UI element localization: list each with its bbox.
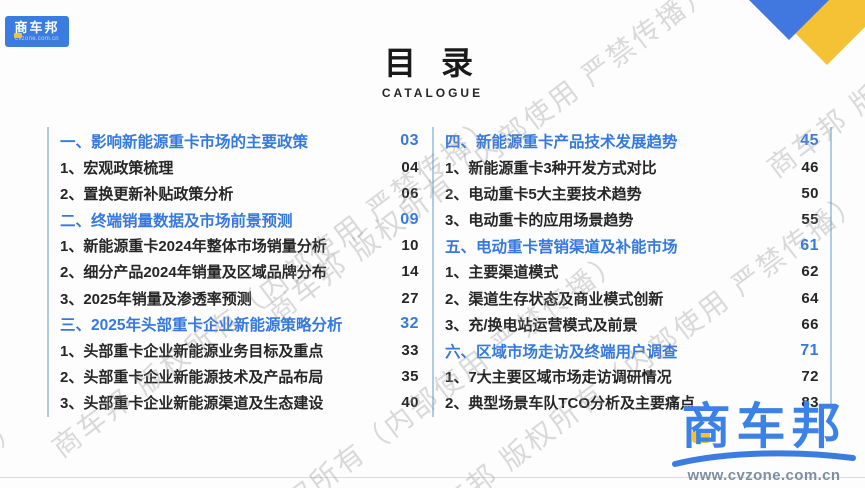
toc-entry-page: 03 bbox=[400, 132, 419, 149]
toc-item-row: 3、电动重卡的应用场景趋势 55 bbox=[434, 207, 830, 233]
toc-entry-page: 71 bbox=[800, 341, 819, 359]
page-title: 目 录 bbox=[384, 45, 481, 81]
toc-item-row: 2、细分产品2024年销量及区域品牌分布 14 bbox=[49, 259, 430, 285]
toc-entry-label: 1、7大主要区域市场走访调研情况 bbox=[445, 369, 672, 387]
copyright-watermark: 商车邦 版权所有（内部使用 严禁传播） bbox=[0, 404, 30, 488]
toc-section-row: 四、新能源重卡产品技术发展趋势 45 bbox=[434, 128, 830, 154]
toc-entry-label: 3、电动重卡的应用场景趋势 bbox=[445, 212, 634, 230]
toc-item-row: 1、新能源重卡2024年整体市场销量分析 10 bbox=[49, 233, 430, 259]
toc-section-row: 一、影响新能源重卡市场的主要政策 03 bbox=[49, 128, 430, 154]
toc-entry-page: 46 bbox=[801, 158, 819, 176]
toc-entry-page: 10 bbox=[401, 237, 419, 255]
toc-entry-label: 2、细分产品2024年销量及区域品牌分布 bbox=[60, 264, 327, 282]
toc-entry-page: 06 bbox=[401, 184, 419, 202]
toc-entry-label: 四、新能源重卡产品技术发展趋势 bbox=[445, 134, 678, 151]
toc-entry-page: 72 bbox=[801, 368, 819, 386]
toc-entry-page: 55 bbox=[801, 211, 819, 229]
toc-left-column: 一、影响新能源重卡市场的主要政策 03 1、宏观政策梳理 04 2、置换更新补贴政策分析… bbox=[49, 128, 430, 416]
toc-entry-label: 2、电动重卡5大主要技术趋势 bbox=[445, 185, 642, 203]
toc-entry-label: 1、头部重卡企业新能源业务目标及重点 bbox=[60, 343, 324, 360]
toc-entry-label: 一、影响新能源重卡市场的主要政策 bbox=[60, 134, 309, 151]
toc-entry-label: 2、头部重卡企业新能源技术及产品布局 bbox=[60, 369, 324, 387]
toc-item-row: 3、头部重卡企业新能源渠道及生态建设 40 bbox=[49, 390, 430, 416]
toc-item-row: 3、2025年销量及渗透率预测 27 bbox=[49, 285, 430, 311]
toc-section-row: 五、电动重卡营销渠道及补能市场 61 bbox=[434, 233, 830, 259]
toc-section-row: 六、区域市场走访及终端用户调查 71 bbox=[434, 338, 830, 364]
toc-item-row: 2、置换更新补贴政策分析 06 bbox=[49, 180, 430, 206]
toc-item-row: 2、头部重卡企业新能源技术及产品布局 35 bbox=[49, 364, 430, 390]
logo-accent-shape bbox=[14, 33, 22, 38]
logo-accent-shape bbox=[692, 430, 710, 443]
divider-right bbox=[830, 127, 832, 417]
toc-entry-page: 45 bbox=[800, 132, 819, 149]
toc-entry-label: 2、典型场景车队TCO分析及主要痛点 bbox=[445, 395, 696, 413]
toc-entry-page: 83 bbox=[801, 394, 819, 412]
toc-entry-label: 1、主要渠道模式 bbox=[445, 264, 559, 282]
logo-domain-text: cvzone.com.cn bbox=[15, 36, 59, 42]
page-subtitle: CATALOGUE bbox=[381, 86, 484, 100]
logo-brand-name: 商车邦 bbox=[14, 20, 60, 35]
table-of-contents: 一、影响新能源重卡市场的主要政策 03 1、宏观政策梳理 04 2、置换更新补贴政策分析… bbox=[47, 127, 832, 417]
toc-entry-page: 04 bbox=[401, 158, 419, 176]
toc-entry-label: 六、区域市场走访及终端用户调查 bbox=[445, 343, 678, 361]
toc-item-row: 1、宏观政策梳理 04 bbox=[49, 154, 430, 180]
toc-entry-page: 09 bbox=[400, 210, 419, 228]
toc-entry-label: 3、充/换电站运营模式及前景 bbox=[445, 316, 638, 334]
toc-entry-page: 66 bbox=[801, 315, 819, 333]
toc-entry-label: 1、新能源重卡3种开发方式对比 bbox=[445, 159, 657, 177]
toc-entry-label: 1、宏观政策梳理 bbox=[60, 159, 174, 177]
toc-right-column: 四、新能源重卡产品技术发展趋势 45 1、新能源重卡3种开发方式对比 46 2、电动重卡… bbox=[434, 128, 830, 416]
footer-divider bbox=[0, 477, 865, 478]
toc-entry-label: 2、渠道生存状态及商业模式创新 bbox=[445, 290, 664, 308]
toc-entry-page: 64 bbox=[801, 289, 819, 307]
toc-item-row: 2、典型场景车队TCO分析及主要痛点 83 bbox=[434, 390, 830, 416]
toc-item-row: 2、电动重卡5大主要技术趋势 50 bbox=[434, 180, 830, 206]
toc-item-row: 1、新能源重卡3种开发方式对比 46 bbox=[434, 154, 830, 180]
toc-entry-label: 五、电动重卡营销渠道及补能市场 bbox=[445, 238, 678, 256]
logo-brand-name: 商车邦 bbox=[681, 400, 847, 454]
toc-entry-label: 3、2025年销量及渗透率预测 bbox=[60, 290, 252, 308]
cvzone-logo-badge: 商车邦 cvzone.com.cn bbox=[5, 16, 69, 47]
toc-section-row: 三、2025年头部重卡企业新能源策略分析 32 bbox=[49, 311, 430, 337]
toc-entry-label: 二、终端销量数据及市场前景预测 bbox=[60, 212, 293, 230]
toc-section-row: 二、终端销量数据及市场前景预测 09 bbox=[49, 207, 430, 233]
logo-website-text: www.cvzone.com.cn bbox=[687, 467, 841, 484]
toc-entry-page: 62 bbox=[801, 263, 819, 281]
toc-entry-page: 32 bbox=[400, 315, 419, 333]
toc-item-row: 2、渠道生存状态及商业模式创新 64 bbox=[434, 285, 830, 311]
divider-middle bbox=[432, 127, 434, 417]
toc-entry-page: 35 bbox=[401, 368, 419, 386]
toc-entry-label: 3、头部重卡企业新能源渠道及生态建设 bbox=[60, 395, 324, 413]
toc-entry-label: 1、新能源重卡2024年整体市场销量分析 bbox=[60, 238, 327, 256]
toc-item-row: 1、主要渠道模式 62 bbox=[434, 259, 830, 285]
toc-entry-page: 61 bbox=[800, 236, 819, 254]
divider-left bbox=[47, 127, 49, 417]
toc-item-row: 1、7大主要区域市场走访调研情况 72 bbox=[434, 364, 830, 390]
toc-entry-page: 50 bbox=[801, 184, 819, 202]
toc-entry-page: 33 bbox=[401, 342, 419, 359]
toc-entry-page: 27 bbox=[401, 289, 419, 307]
toc-entry-page: 14 bbox=[401, 263, 419, 281]
toc-item-row: 1、头部重卡企业新能源业务目标及重点 33 bbox=[49, 338, 430, 364]
toc-entry-label: 2、置换更新补贴政策分析 bbox=[60, 185, 234, 203]
toc-entry-page: 40 bbox=[401, 394, 419, 412]
cvzone-logo-large: 商车邦 www.cvzone.com.cn bbox=[668, 402, 860, 484]
logo-swoosh bbox=[672, 450, 856, 467]
toc-entry-label: 三、2025年头部重卡企业新能源策略分析 bbox=[60, 317, 343, 335]
toc-item-row: 3、充/换电站运营模式及前景 66 bbox=[434, 311, 830, 337]
